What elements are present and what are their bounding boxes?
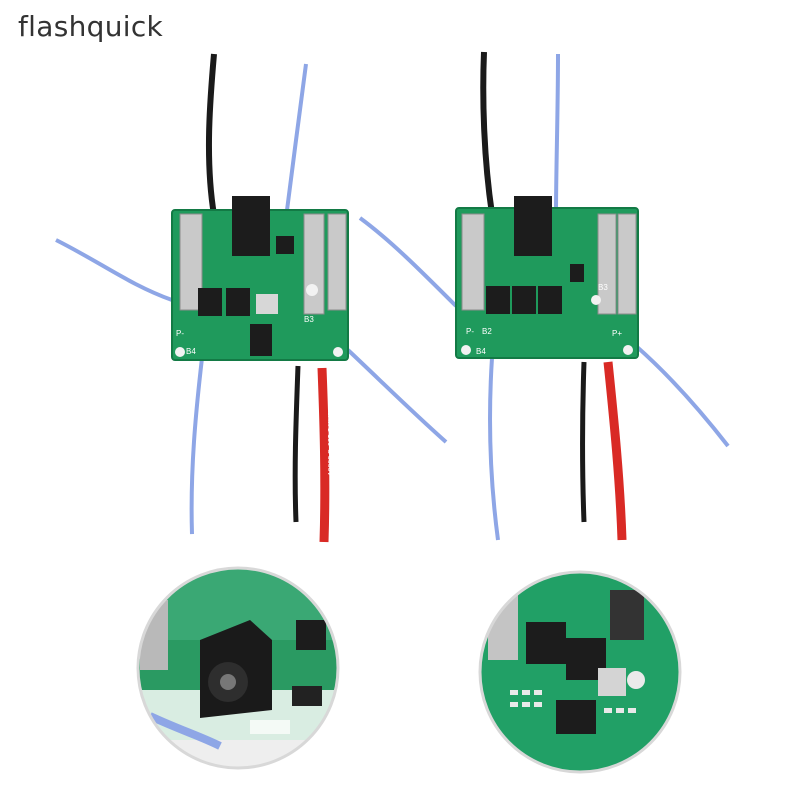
label-b3: B3 (598, 283, 608, 292)
red-wire (603, 361, 627, 541)
shield-pad (598, 668, 626, 696)
blue-wire-bottom (488, 357, 500, 541)
mosfet (538, 286, 562, 314)
label-p-plus: P+ (612, 329, 622, 338)
blue-wire-right (634, 344, 730, 448)
red-wire (317, 367, 330, 543)
metal-clip (461, 213, 485, 311)
ic-chip (276, 236, 294, 254)
mosfet (486, 286, 510, 314)
mosfet (226, 288, 250, 316)
blue-wire-bottom-left (189, 357, 204, 535)
detail-circle-dc-jack (138, 568, 338, 768)
bms-board-right: P- B2 B3 B4 P+ (358, 51, 730, 541)
ic-chip (250, 324, 272, 356)
mosfet (512, 286, 536, 314)
label-b2: B2 (482, 327, 492, 336)
metal-clip (617, 213, 637, 315)
wire-print: UL 3239 18AWG 150°C 3000V (326, 380, 334, 476)
label-b4: B4 (476, 347, 486, 356)
blue-wire-top-left (284, 63, 308, 219)
dc-jack (610, 590, 644, 640)
thin-black-wire (580, 361, 587, 523)
metal-clip (597, 213, 617, 315)
brand-watermark: flashquick (18, 10, 164, 43)
ic-chip (556, 700, 596, 734)
bms-board-left: P- B3 B4 UL 3239 18AWG 150°C 3000V (55, 53, 448, 543)
black-wire-top-left (205, 53, 217, 216)
label-b4: B4 (186, 347, 196, 356)
black-wire-top-right (480, 51, 495, 215)
dc-jack (514, 196, 552, 256)
blue-wire-right (346, 348, 448, 444)
label-p-minus: P- (176, 329, 184, 338)
ic-chip (570, 264, 584, 282)
mosfet (526, 622, 566, 664)
blue-wire-left (358, 216, 458, 308)
blue-wire-top-right (554, 53, 560, 215)
blue-wire-left (55, 238, 173, 302)
label-p-minus: P- (466, 327, 474, 336)
detail-circle-mosfets (480, 572, 680, 772)
metal-clip (327, 213, 347, 311)
dc-jack (232, 196, 270, 256)
metal-clip (303, 213, 325, 315)
mosfet (198, 288, 222, 316)
shield-pad (256, 294, 278, 314)
label-b3: B3 (304, 315, 314, 324)
thin-black-wire (292, 365, 301, 523)
metal-clip (179, 213, 203, 311)
